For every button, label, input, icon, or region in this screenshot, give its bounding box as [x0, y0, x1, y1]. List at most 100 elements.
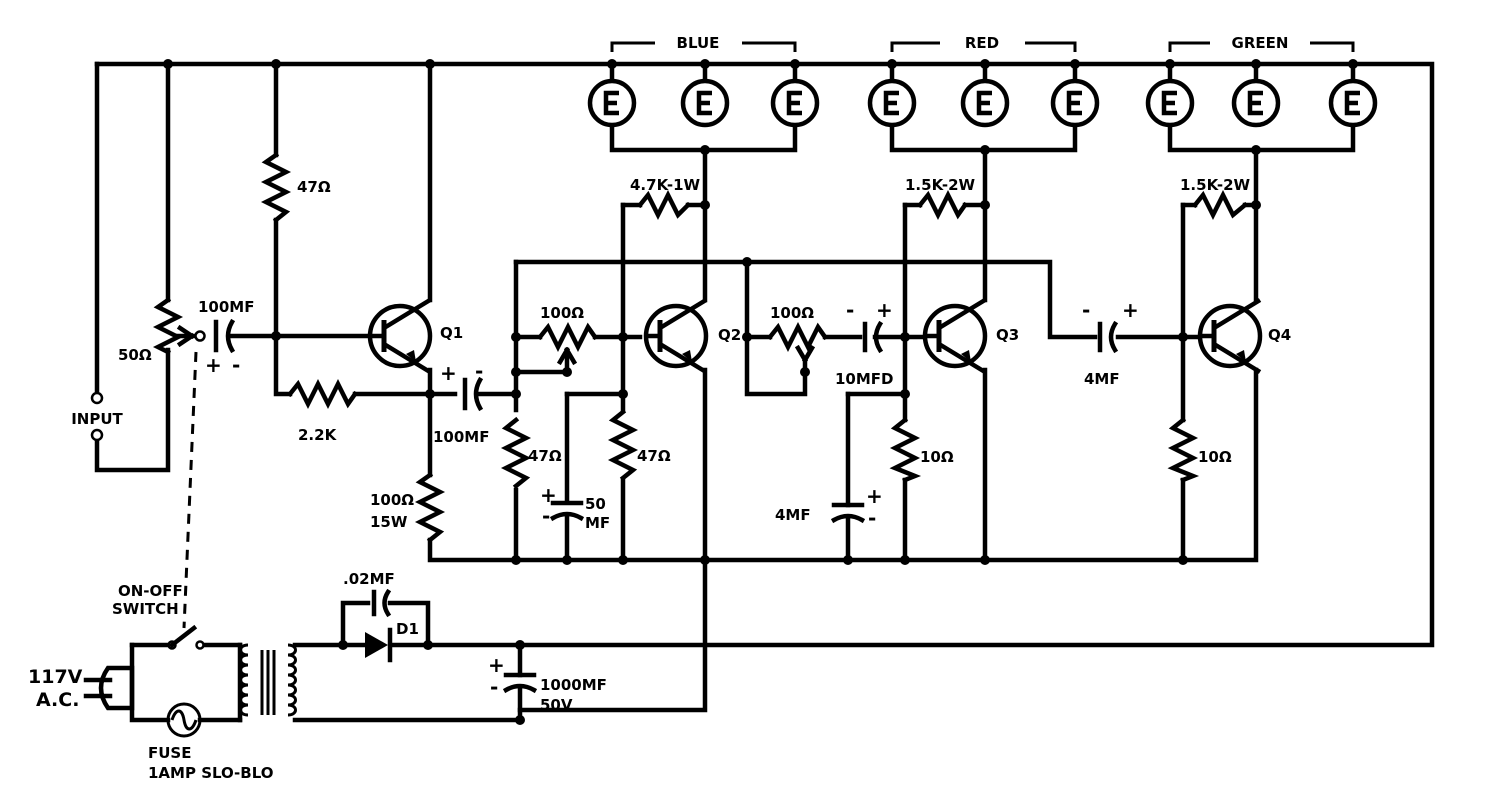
sign-plus-q3: + [876, 298, 893, 322]
lamp-group-brackets [610, 41, 1355, 52]
lamp-icon [867, 78, 917, 128]
junction-dot [800, 367, 810, 377]
label-r4-7k: 4.7K-1W [630, 176, 701, 194]
lamp-icon [1231, 78, 1281, 128]
sign-minus-c4: - [868, 506, 876, 530]
junction-dot [1251, 59, 1261, 69]
sign-minus-q3: - [846, 298, 854, 322]
label-blue: BLUE [677, 34, 720, 52]
input-terminal-top[interactable] [90, 391, 104, 405]
sign-plus-c4: + [866, 484, 883, 508]
transistor-q1 [367, 298, 433, 374]
junction-dot [607, 59, 617, 69]
junction-dot [1070, 59, 1080, 69]
label-cap-100mf-q1: 100MF [433, 428, 489, 446]
label-r2-2k: 2.2K [298, 426, 338, 444]
lamp-icon [770, 78, 820, 128]
label-r1-5k-q3: 1.5K-2W [905, 176, 976, 194]
junction-dot [980, 145, 990, 155]
sign-minus-in: - [232, 353, 240, 377]
label-switch-2: SWITCH [112, 600, 179, 618]
junction-dot [887, 59, 897, 69]
label-q3: Q3 [996, 326, 1019, 344]
diode-d1 [365, 627, 393, 663]
junction-dot [900, 555, 910, 565]
lamp-icon [1050, 78, 1100, 128]
junction-dots [163, 59, 1358, 725]
junction-dot [742, 332, 752, 342]
label-mains-2: A.C. [36, 689, 79, 711]
input-terminal-bottom[interactable] [90, 428, 104, 442]
sign-minus-q4: - [1082, 298, 1090, 322]
label-cap-100mf-in: 100MF [198, 298, 254, 316]
junction-dot [425, 389, 435, 399]
label-r100-b: 15W [370, 513, 408, 531]
junction-dot [338, 640, 348, 650]
label-cap-50-unit: MF [585, 514, 610, 532]
transistor-q4 [1197, 298, 1263, 374]
label-q2: Q2 [718, 326, 741, 344]
sign-plus-c1000: + [488, 653, 505, 677]
label-r47-b: 47Ω [637, 447, 671, 465]
label-cap-4mf-q3: 4MF [775, 506, 811, 524]
junction-dot [790, 59, 800, 69]
junction-dot [511, 555, 521, 565]
pot-100-q3 [766, 321, 829, 353]
label-cap-1000mf-2: 50V [540, 696, 573, 714]
label-r47-a: 47Ω [528, 447, 562, 465]
pot-50 [152, 296, 184, 356]
junction-dot [742, 257, 752, 267]
junction-dot [980, 200, 990, 210]
junction-dot [1251, 145, 1261, 155]
junction-dot [700, 555, 710, 565]
junction-dot [271, 331, 281, 341]
wiring [94, 61, 1435, 723]
resistor-2-2k [286, 378, 359, 410]
junction-dot [980, 59, 990, 69]
label-cap-50: 50 [585, 495, 606, 513]
label-cap-1000mf-1: 1000MF [540, 676, 607, 694]
cap-terminal [194, 330, 206, 342]
label-r1-5k-q4: 1.5K-2W [1180, 176, 1251, 194]
label-q4: Q4 [1268, 326, 1291, 344]
capacitors [213, 318, 1119, 694]
label-cap-4mf-q4: 4MF [1084, 370, 1120, 388]
label-d1: D1 [396, 620, 419, 638]
label-mains-1: 117V [28, 666, 83, 688]
resistor-4-7k [636, 189, 692, 221]
junction-dot [1165, 59, 1175, 69]
junction-dot [700, 59, 710, 69]
fuse-icon [166, 702, 202, 738]
resistor-47-a [500, 416, 532, 490]
label-cap-10mfd: 10MFD [835, 370, 894, 388]
lamp-icon [960, 78, 1010, 128]
resistor-10-q3 [889, 416, 922, 483]
label-r10-q3: 10Ω [920, 448, 954, 466]
label-green: GREEN [1232, 34, 1289, 52]
label-fuse-1: FUSE [148, 744, 191, 762]
junction-dot [425, 59, 435, 69]
junction-dot [618, 332, 628, 342]
label-q1: Q1 [440, 324, 463, 342]
sign-minus-c1000: - [490, 675, 498, 699]
label-pot-50: 50Ω [118, 346, 152, 364]
sign-minus-c50: - [542, 504, 550, 528]
junction-dot [1348, 59, 1358, 69]
resistor-47-q1 [260, 151, 292, 224]
on-off-switch [167, 351, 205, 650]
lamp-icon [680, 78, 730, 128]
junction-dot [562, 367, 572, 377]
junction-dot [1251, 200, 1261, 210]
labels: BLUE RED GREEN INPUT 50Ω 100MF + - 47Ω 2… [28, 34, 1291, 782]
resistor-10-q4 [1167, 416, 1200, 483]
junction-dot [900, 389, 910, 399]
sign-plus-c50: + [540, 483, 557, 507]
label-switch-1: ON-OFF [118, 582, 183, 600]
sign-plus-q1: + [440, 361, 457, 385]
resistor-1-5k-q3 [916, 189, 969, 221]
sign-plus-in: + [205, 353, 222, 377]
junction-dot [562, 555, 572, 565]
label-r47-q1: 47Ω [297, 178, 331, 196]
lamp-icon [1145, 78, 1195, 128]
